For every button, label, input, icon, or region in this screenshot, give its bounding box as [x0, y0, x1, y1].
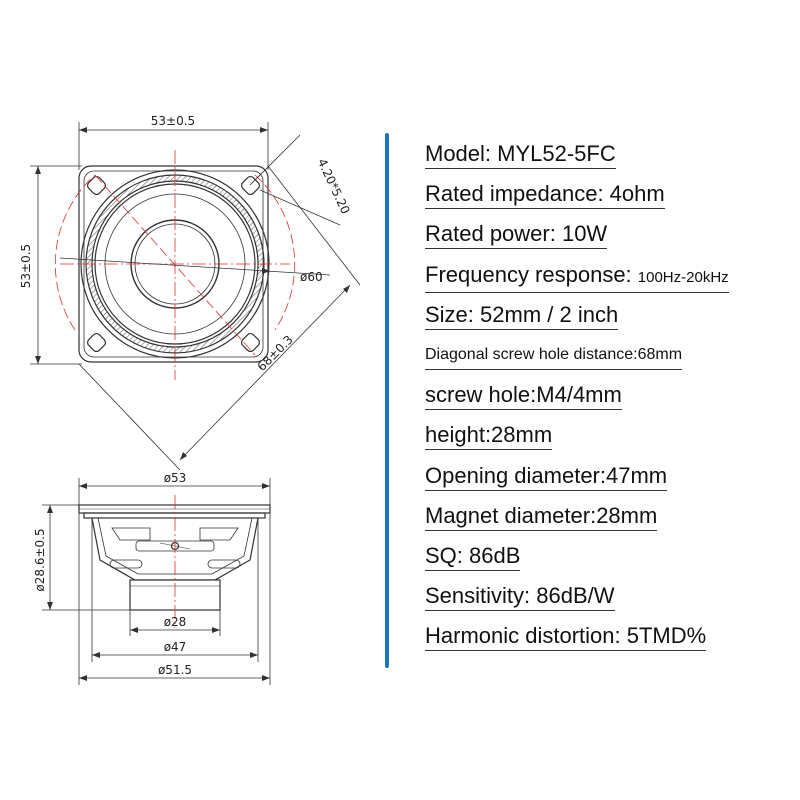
base-diameter-label: ø51.5 [158, 663, 192, 677]
spec-item: Sensitivity: 86dB/W [425, 583, 729, 623]
spec-text: height:28mm [425, 422, 553, 451]
spec-text: Size: 52mm / 2 inch [425, 302, 619, 330]
spec-text: Rated impedance: 4ohm [425, 181, 665, 210]
hole-size-label: 4.20*5.20 [315, 156, 353, 216]
circle-diameter-label: ø60 [300, 270, 323, 284]
spec-item: Frequency response: 100Hz-20kHz [425, 262, 729, 302]
spec-item: Magnet diameter:28mm [425, 503, 729, 543]
spec-item: Rated impedance: 4ohm [425, 181, 729, 221]
spec-text: Rated power: 10W [425, 221, 608, 250]
spec-item: Harmonic distortion: 5TMD% [425, 623, 729, 663]
opening-diameter-label: ø47 [164, 640, 187, 654]
magnet-diameter-label: ø28 [164, 615, 187, 629]
spec-text: Frequency response: 100Hz-20kHz [425, 262, 729, 293]
spec-text: Sensitivity: 86dB/W [425, 583, 615, 612]
spec-item: Model: MYL52-5FC [425, 141, 729, 181]
vertical-divider [385, 133, 389, 668]
spec-item: screw hole:M4/4mm [425, 382, 729, 422]
spec-item: Diagonal screw hole distance:68mm [425, 342, 729, 382]
spec-suffix: 100Hz-20kHz [637, 268, 729, 286]
side-view [42, 478, 271, 685]
top-width-label: 53±0.5 [151, 114, 195, 128]
spec-item: Opening diameter:47mm [425, 463, 729, 503]
spec-text: screw hole:M4/4mm [425, 382, 622, 411]
spec-text: Harmonic distortion: 5TMD% [425, 623, 707, 652]
spec-text: Magnet diameter:28mm [425, 503, 658, 531]
spec-item: SQ: 86dB [425, 543, 729, 583]
spec-text: Opening diameter:47mm [425, 463, 668, 491]
side-height-label: ø28.6±0.5 [33, 528, 47, 591]
spec-item: height:28mm [425, 422, 729, 462]
spec-text: Diagonal screw hole distance:68mm [425, 342, 683, 370]
spec-item: Rated power: 10W [425, 221, 729, 261]
side-width-label: ø53 [164, 471, 187, 485]
spec-text: Model: MYL52-5FC [425, 141, 616, 169]
left-height-label: 53±0.5 [19, 244, 33, 288]
top-view [30, 122, 361, 471]
spec-text: SQ: 86dB [425, 543, 521, 571]
spec-item: Size: 52mm / 2 inch [425, 302, 729, 342]
